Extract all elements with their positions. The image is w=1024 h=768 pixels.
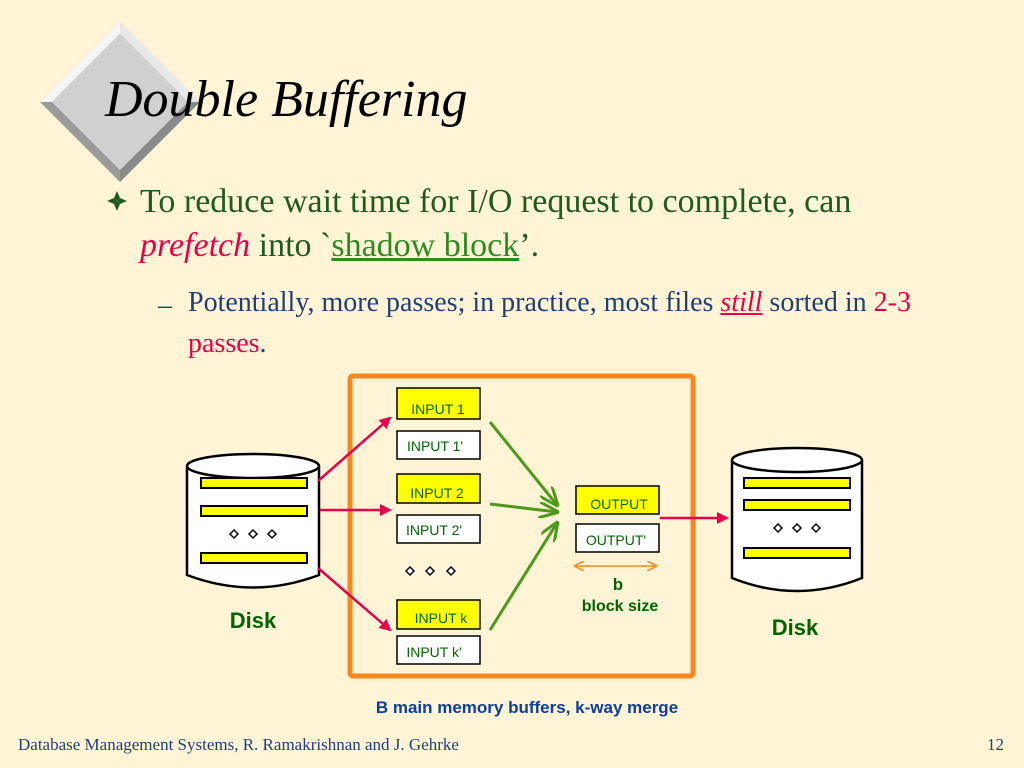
- buffer-input1-label: INPUT 1: [411, 401, 465, 417]
- arrow-input2-to-output: [489, 504, 557, 512]
- buffer-inputk-shadow: INPUT k': [396, 635, 481, 665]
- bullet2-text-1: Potentially, more passes; in practice, m…: [188, 287, 721, 318]
- bullet1-text-1: To reduce wait time for I/O request to c…: [140, 183, 852, 220]
- decorative-diamond: [40, 22, 200, 182]
- buffer-output-shadow-label: OUTPUT': [586, 532, 646, 548]
- still-term: still: [720, 287, 763, 318]
- footer-citation: Database Management Systems, R. Ramakris…: [18, 735, 459, 754]
- block-size-label: block size: [582, 598, 659, 615]
- b-label: b: [613, 575, 623, 594]
- buffer-inputk-label: INPUT k: [415, 610, 469, 626]
- bullet-prefetch: To reduce wait time for I/O request to c…: [140, 180, 940, 268]
- buffer-inputk-shadow-label: INPUT k': [406, 644, 461, 660]
- arrow-disk-to-input1: [317, 416, 392, 482]
- buffer-input1-shadow-label: INPUT 1': [407, 438, 463, 454]
- bullet2-text-2: sorted in: [762, 287, 874, 318]
- bullet2-text-3: .: [259, 328, 267, 359]
- buffer-inputk: INPUT k: [396, 599, 481, 630]
- memory-frame: [347, 373, 696, 679]
- buffer-input1-shadow: INPUT 1': [396, 430, 481, 460]
- bullet1-text-2: into `: [250, 227, 332, 264]
- prefetch-term: prefetch: [140, 227, 251, 264]
- arrow-input1-to-output: [488, 421, 557, 505]
- buffer-output: OUTPUT: [575, 485, 660, 515]
- buffer-input2-shadow: INPUT 2': [396, 514, 481, 544]
- slide-title: Double Buffering: [105, 71, 468, 128]
- left-disk-label: Disk: [230, 608, 277, 633]
- buffer-input2-shadow-label: INPUT 2': [406, 522, 462, 538]
- passes-term: 2-3 passes: [188, 287, 911, 359]
- diamond-bullet-icon: [107, 191, 127, 211]
- buffer-input2: INPUT 2: [396, 473, 481, 504]
- buffer-input2-label: INPUT 2: [410, 485, 464, 501]
- arrow-inputk-to-output: [488, 523, 557, 631]
- right-disk: [730, 446, 864, 593]
- bullet1-text-3: ’.: [519, 227, 540, 264]
- buffer-input1: INPUT 1: [396, 387, 481, 420]
- page-number: 12: [987, 735, 1004, 754]
- left-disk: [185, 452, 321, 589]
- bullet-passes: Potentially, more passes; in practice, m…: [188, 282, 978, 364]
- buffer-output-label: OUTPUT: [590, 496, 648, 512]
- sub-bullet-dash: –: [158, 290, 172, 321]
- arrow-disk-to-inputk: [317, 567, 392, 632]
- buffer-output-shadow: OUTPUT': [575, 523, 660, 553]
- diagram-caption: B main memory buffers, k-way merge: [376, 698, 678, 717]
- right-disk-label: Disk: [772, 615, 819, 640]
- buffer-ellipsis-icon: [404, 565, 457, 577]
- shadow-block-link[interactable]: shadow block: [331, 227, 520, 264]
